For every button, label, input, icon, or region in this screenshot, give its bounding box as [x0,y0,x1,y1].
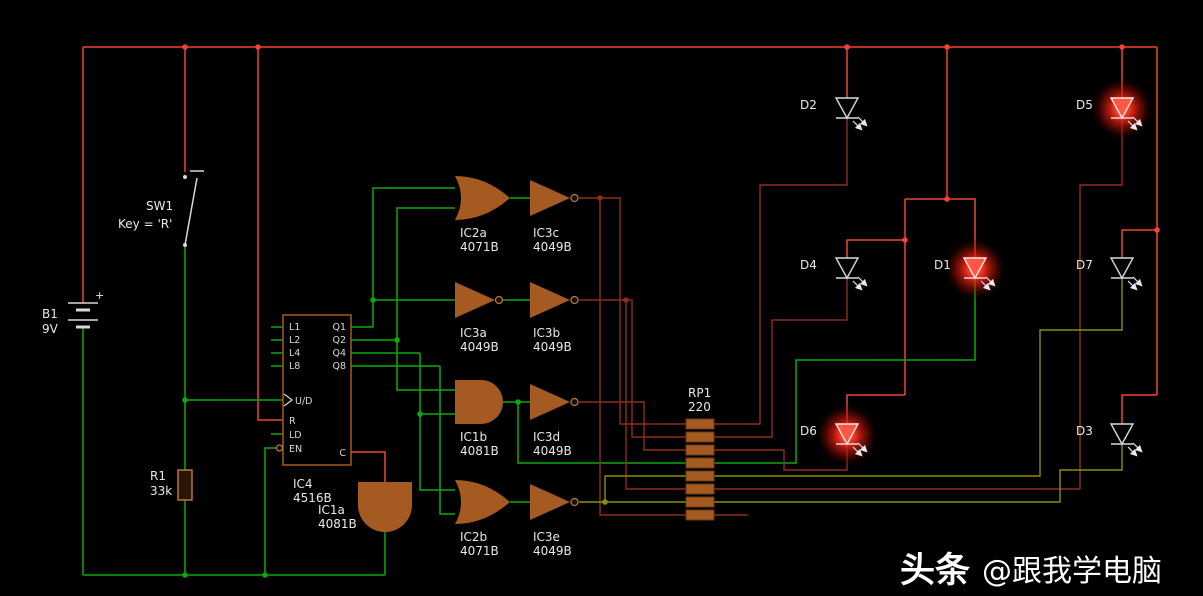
ic4-counter[interactable]: L1 L2 L4 L8 Q1 Q2 Q4 Q8 U/D R LD EN C [275,314,352,466]
ic4-pin-l4: L4 [289,348,300,359]
led-d3[interactable] [1109,423,1143,457]
led-d4[interactable] [834,257,868,291]
battery-b1[interactable]: + [68,289,104,329]
watermark: 头条 @跟我学电脑 [900,551,1162,591]
gate-ic3c-ref: IC3c [533,226,559,240]
ic4-pin-ld: LD [289,430,302,441]
wire-net-olive [579,278,1123,503]
gate-ic2b-value: 4071B [460,544,499,558]
wire-net-dark [579,118,1123,516]
gate-ic3c[interactable] [530,180,579,216]
gate-ic3d-ref: IC3d [533,430,560,444]
ic4-pin-ud: U/D [295,396,312,407]
gate-ic2a[interactable] [455,176,510,220]
gate-ic2b[interactable] [455,480,510,524]
gate-ic2b-ref: IC2b [460,530,487,544]
led-d6[interactable] [834,423,868,457]
led-d4-label: D4 [800,258,817,272]
gate-ic3b-ref: IC3b [533,326,560,340]
ic4-pin-l8: L8 [289,361,300,372]
gate-ic1b[interactable] [455,380,503,424]
gate-ic3a-ref: IC3a [460,326,487,340]
battery-ref-label: B1 [42,307,58,321]
battery-plus-sign: + [95,289,104,302]
gate-ic3d[interactable] [530,384,579,420]
led-d2-label: D2 [800,98,817,112]
gate-ic1a-value: 4081B [318,517,357,531]
led-d5-label: D5 [1076,98,1093,112]
ic4-pin-q4: Q4 [332,348,346,359]
led-d2[interactable] [834,97,868,131]
switch-key-label: Key = 'R' [118,217,172,231]
gate-ic3b-value: 4049B [533,340,572,354]
ic4-pin-c: C [339,448,346,459]
gate-ic3e-value: 4049B [533,544,572,558]
led-d5[interactable] [1109,97,1143,131]
gate-ic3e-ref: IC3e [533,530,560,544]
gate-ic3d-value: 4049B [533,444,572,458]
gate-ic2a-value: 4071B [460,240,499,254]
gate-ic1b-value: 4081B [460,444,499,458]
gate-ic1a[interactable] [358,482,412,532]
gate-ic2a-ref: IC2a [460,226,487,240]
wire-net-high [82,46,1158,482]
rp1-ref-label: RP1 [688,386,711,400]
gate-ic3a-value: 4049B [460,340,499,354]
ic4-pin-q1: Q1 [332,322,346,333]
wire-net-low [82,187,976,576]
led-d1[interactable] [962,257,996,291]
junction-dots [182,44,1160,578]
ic4-pin-en: EN [289,444,302,455]
gate-ic3b[interactable] [530,282,579,318]
ic4-pin-q2: Q2 [332,335,346,346]
ic4-pin-l1: L1 [289,322,300,333]
led-d1-label: D1 [934,258,951,272]
ic4-pin-r: R [289,416,296,427]
gate-ic1a-ref: IC1a [318,503,345,517]
ic4-value-label: 4516B [293,491,332,505]
watermark-handle: @跟我学电脑 [982,554,1162,589]
gate-ic3a[interactable] [455,282,504,318]
ic4-pin-l2: L2 [289,335,300,346]
led-d3-label: D3 [1076,424,1093,438]
resistor-r1[interactable] [177,469,193,501]
watermark-brand: 头条 [900,551,970,591]
led-d7[interactable] [1109,257,1143,291]
led-d7-label: D7 [1076,258,1093,272]
gate-ic1b-ref: IC1b [460,430,487,444]
gate-ic3e[interactable] [530,484,579,520]
ic4-ref-label: IC4 [293,477,313,491]
battery-value-label: 9V [42,322,59,336]
rp1-value-label: 220 [688,400,711,414]
led-d6-label: D6 [800,424,817,438]
switch-sw1[interactable] [183,170,204,247]
switch-ref-label: SW1 [146,199,173,213]
gate-ic3c-value: 4049B [533,240,572,254]
resistor-value-label: 33k [150,484,172,498]
resistor-ref-label: R1 [150,469,166,483]
ic4-pin-q8: Q8 [332,361,346,372]
resistor-pack-rp1[interactable] [685,418,715,521]
